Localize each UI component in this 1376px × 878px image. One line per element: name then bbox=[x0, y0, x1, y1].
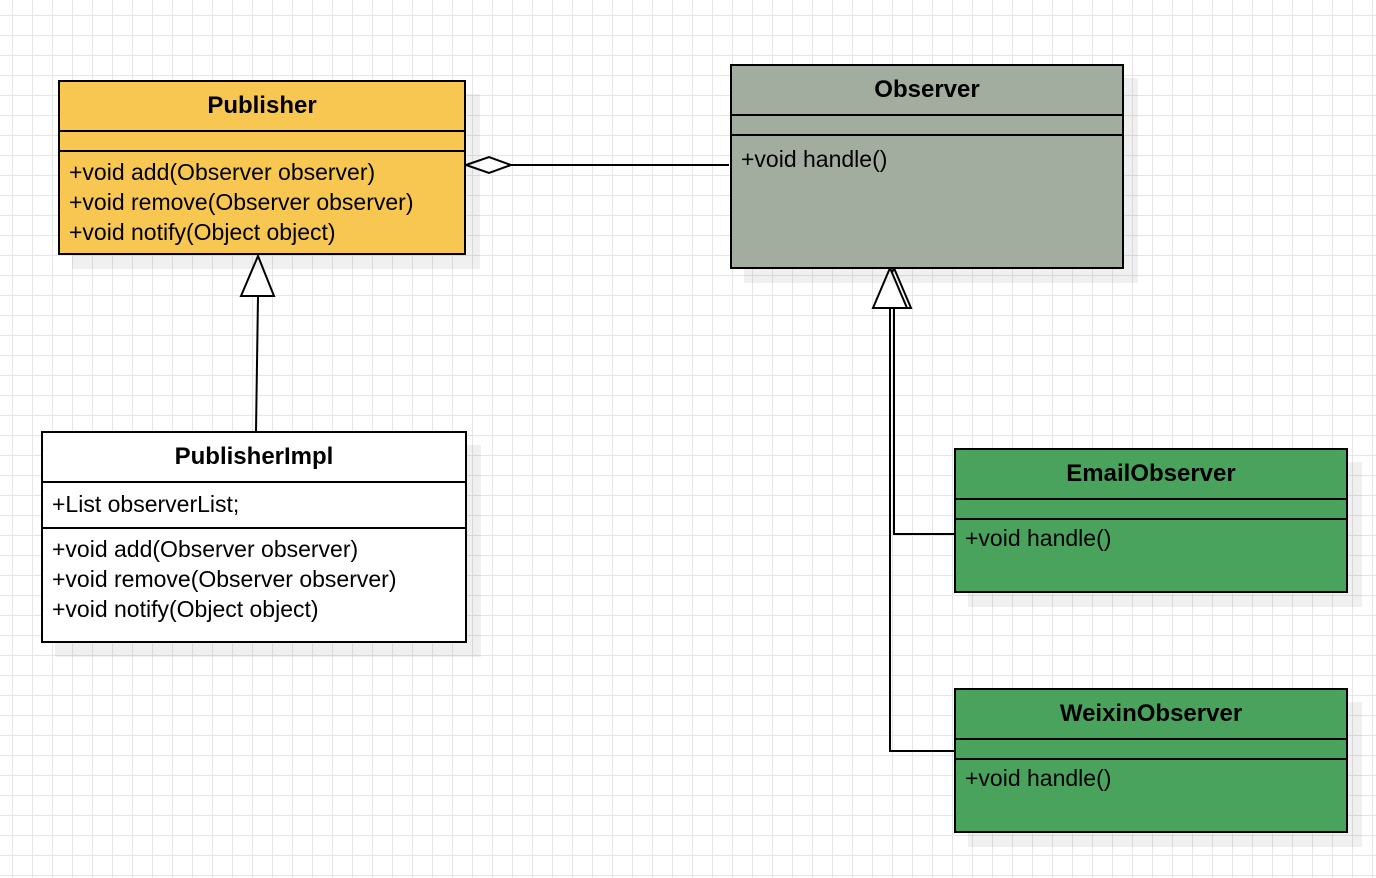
method: +void add(Observer observer) bbox=[69, 159, 376, 185]
method: +void handle() bbox=[965, 765, 1112, 791]
observer-class[interactable]: Observer +void handle() bbox=[730, 64, 1124, 269]
publisher-class[interactable]: Publisher +void add(Observer observer) +… bbox=[58, 80, 466, 255]
class-name: Publisher bbox=[60, 82, 464, 132]
methods-compartment: +void add(Observer observer) +void remov… bbox=[60, 152, 464, 247]
emailobserver-class[interactable]: EmailObserver +void handle() bbox=[954, 448, 1348, 593]
attributes-compartment bbox=[956, 740, 1346, 760]
method: +void add(Observer observer) bbox=[52, 536, 359, 562]
class-name: WeixinObserver bbox=[956, 690, 1346, 740]
inheritance-arrowhead bbox=[239, 253, 276, 297]
attributes-compartment bbox=[732, 116, 1122, 136]
method: +void notify(Object object) bbox=[69, 219, 336, 245]
attributes-compartment bbox=[60, 132, 464, 152]
weixinobserver-class[interactable]: WeixinObserver +void handle() bbox=[954, 688, 1348, 833]
methods-compartment: +void add(Observer observer) +void remov… bbox=[43, 529, 465, 624]
generalization-publisherimpl-publisher bbox=[239, 253, 276, 432]
attributes-compartment bbox=[956, 500, 1346, 520]
attribute: +List observerList; bbox=[52, 491, 240, 517]
aggregation-diamond bbox=[462, 155, 514, 175]
method: +void handle() bbox=[741, 146, 888, 172]
class-name: EmailObserver bbox=[956, 450, 1346, 500]
methods-compartment: +void handle() bbox=[732, 136, 1122, 174]
publisherimpl-class[interactable]: PublisherImpl +List observerList; +void … bbox=[41, 431, 467, 643]
method: +void remove(Observer observer) bbox=[52, 566, 397, 592]
method: +void notify(Object object) bbox=[52, 596, 319, 622]
method: +void remove(Observer observer) bbox=[69, 189, 414, 215]
class-name: PublisherImpl bbox=[43, 433, 465, 483]
attributes-compartment: +List observerList; bbox=[43, 483, 465, 529]
inheritance-arrowhead bbox=[871, 265, 909, 309]
aggregation-publisher-observer bbox=[462, 155, 729, 175]
class-name: Observer bbox=[732, 66, 1122, 116]
methods-compartment: +void handle() bbox=[956, 760, 1346, 793]
method: +void handle() bbox=[965, 525, 1112, 551]
methods-compartment: +void handle() bbox=[956, 520, 1346, 553]
generalization-weixinobserver-observer bbox=[871, 265, 954, 752]
